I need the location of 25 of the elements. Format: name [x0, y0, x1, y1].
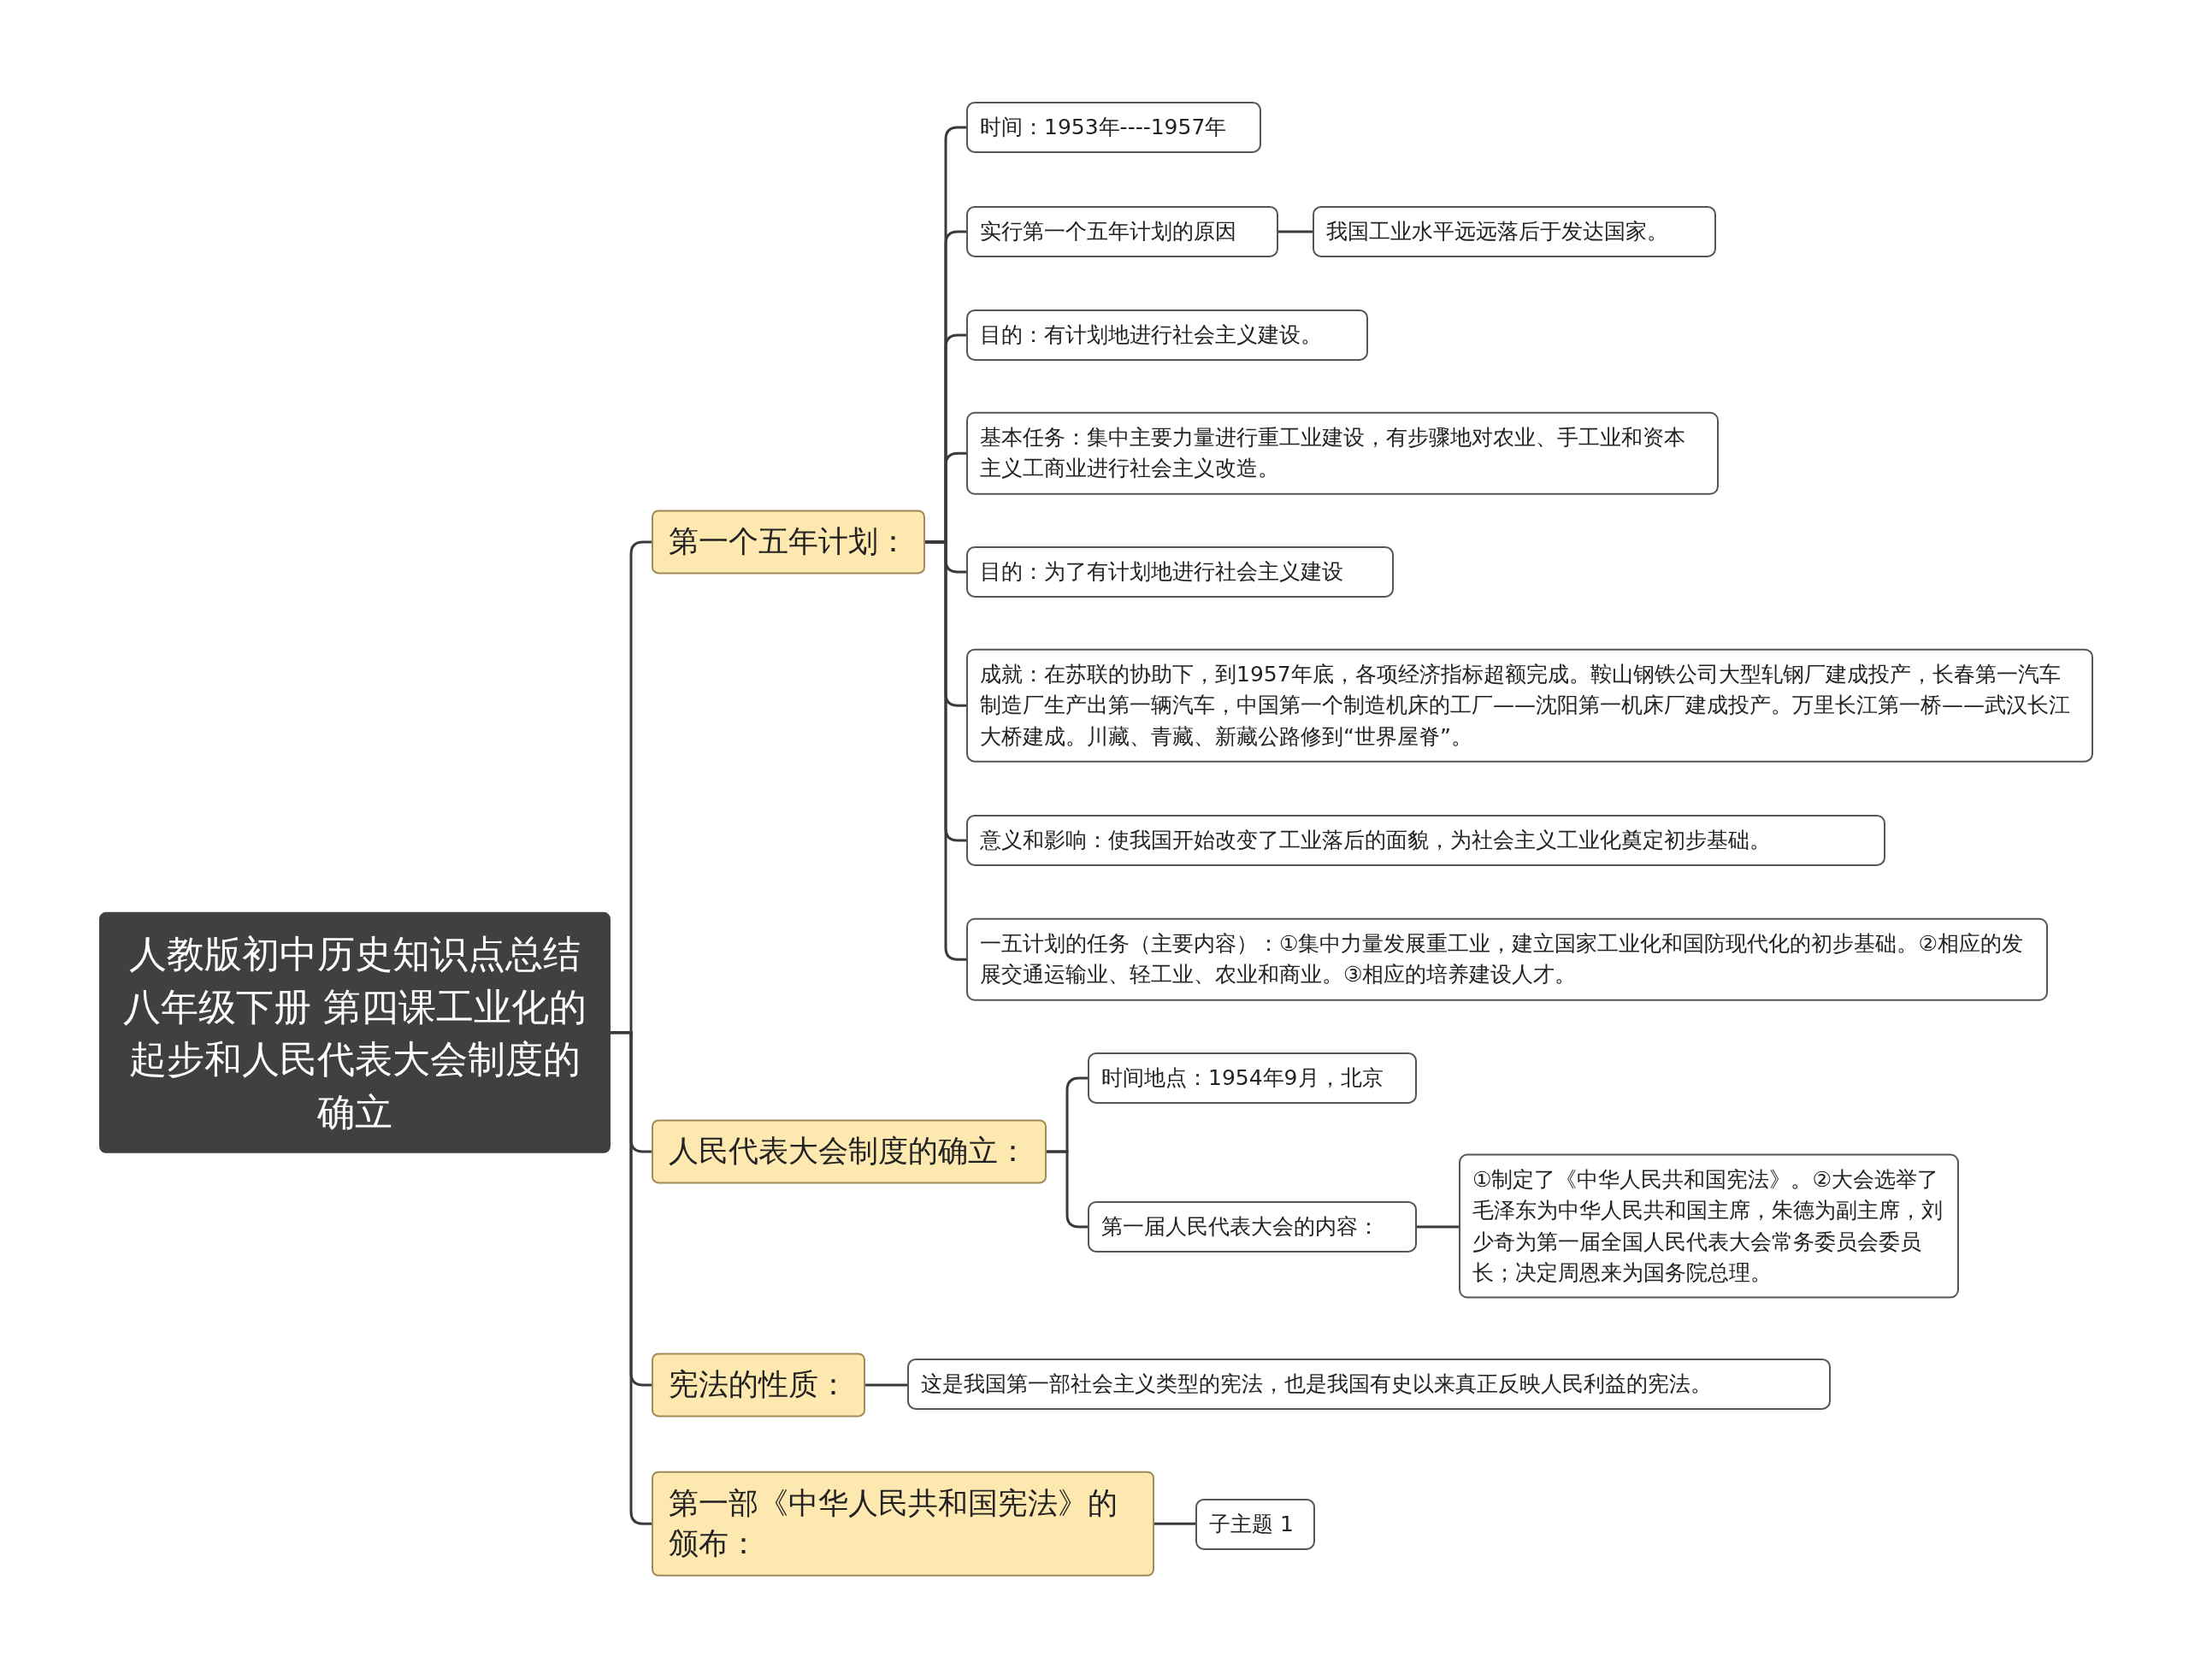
- subtopic-box: ①制定了《中华人民共和国宪法》。②大会选举了毛泽东为中华人民共和国主席，朱德为副主席，刘少奇为第一届全国人民代表大会常务委员会委员长；决定周恩来为国务院总理。: [1459, 1153, 1959, 1299]
- subtopic-box: 第一届人民代表大会的内容：: [1088, 1200, 1417, 1253]
- subtopic-box: 一五计划的任务（主要内容）：①集中力量发展重工业，建立国家工业化和国防现代化的初步基础。②相应的发展交通运输业、轻工业、农业和商业。③相应的培养建设人才。: [966, 917, 2048, 1001]
- branch-topic: 人民代表大会制度的确立：: [652, 1119, 1047, 1184]
- connector-line: [1417, 1225, 1459, 1229]
- subtopic-box: 这是我国第一部社会主义类型的宪法，也是我国有史以来真正反映人民利益的宪法。: [907, 1358, 1831, 1411]
- subtopic-box: 意义和影响：使我国开始改变了工业落后的面貌，为社会主义工业化奠定初步基础。: [966, 814, 1885, 867]
- subtopic-box: 成就：在苏联的协助下，到1957年底，各项经济指标超额完成。鞍山钢铁公司大型轧钢厂建成投产，长春第一汽车制造厂生产出第一辆汽车，中国第一个制造机床的工厂——沈阳第一机床厂建成投产。万里长江第一桥——武汉长江大桥建成。川藏、青藏、新藏公路修到“世界屋脊”。: [966, 648, 2093, 763]
- connector-line: [1047, 1150, 1088, 1229]
- connector-line: [1154, 1522, 1195, 1525]
- subtopic-box: 子主题 1: [1195, 1498, 1315, 1551]
- subtopic-box: 时间：1953年----1957年: [966, 101, 1261, 154]
- central-topic: 人教版初中历史知识点总结八年级下册 第四课工业化的起步和人民代表大会制度的确立: [99, 911, 611, 1154]
- connector-line: [865, 1383, 907, 1387]
- connector-line: [611, 1031, 652, 1525]
- subtopic-box: 实行第一个五年计划的原因: [966, 205, 1278, 258]
- subtopic-box: 目的：有计划地进行社会主义建设。: [966, 309, 1368, 362]
- subtopic-box: 我国工业水平远远落后于发达国家。: [1313, 205, 1716, 258]
- subtopic-box: 基本任务：集中主要力量进行重工业建设，有步骤地对农业、手工业和资本主义工商业进行社会主义改造。: [966, 411, 1719, 495]
- branch-topic: 第一部《中华人民共和国宪法》的颁布：: [652, 1471, 1154, 1577]
- branch-topic: 宪法的性质：: [652, 1353, 865, 1418]
- subtopic-box: 时间地点：1954年9月，北京: [1088, 1052, 1417, 1105]
- connector-line: [1278, 230, 1313, 233]
- subtopic-box: 目的：为了有计划地进行社会主义建设: [966, 545, 1394, 598]
- branch-topic: 第一个五年计划：: [652, 510, 925, 575]
